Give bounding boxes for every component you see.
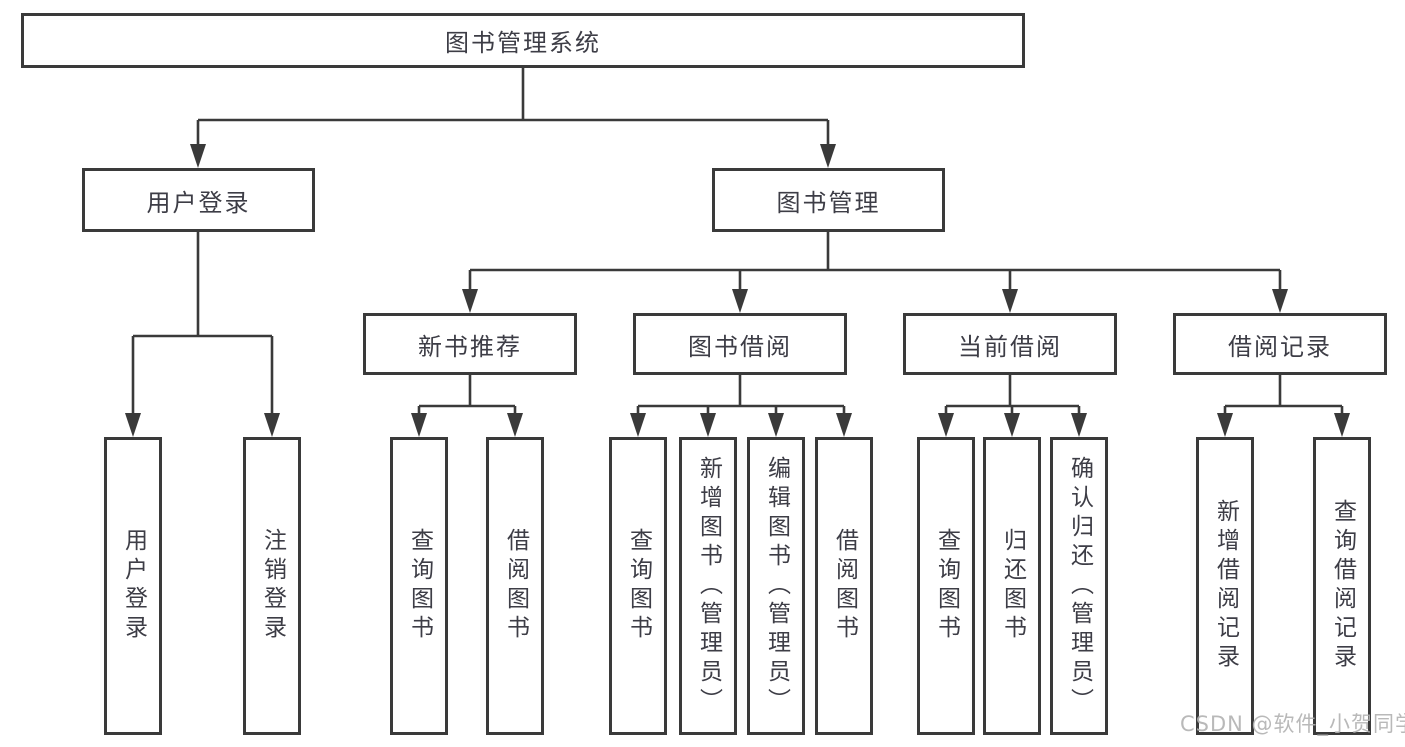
node-user-login: 用户登录 [82, 168, 315, 232]
node-label: 借阅记录 [1228, 332, 1332, 361]
arrowhead-icon [1002, 289, 1018, 313]
node-label: 图书管理 [776, 188, 881, 217]
node-leaf-cb-confirm: 确认归还（管理员） [1050, 437, 1108, 735]
arrowhead-icon [836, 413, 852, 437]
arrowhead-icon [125, 413, 141, 437]
node-leaf-logout: 注销登录 [243, 437, 301, 735]
arrowhead-icon [462, 289, 478, 313]
node-label: 查询图书 [933, 528, 960, 644]
arrowhead-icon [768, 413, 784, 437]
node-label: 查询借阅记录 [1329, 499, 1356, 673]
node-label: 用户登录 [146, 188, 251, 217]
node-leaf-br-add: 新增借阅记录 [1196, 437, 1254, 735]
node-label: 用户登录 [120, 528, 147, 644]
arrowhead-icon [938, 413, 954, 437]
node-label: 确认归还（管理员） [1066, 455, 1093, 717]
node-leaf-cb-query: 查询图书 [917, 437, 975, 735]
arrowhead-icon [630, 413, 646, 437]
node-leaf-bb-borrow: 借阅图书 [815, 437, 873, 735]
node-label: 查询图书 [406, 528, 433, 644]
node-book-borrow: 图书借阅 [633, 313, 847, 375]
node-label: 新增图书（管理员） [695, 455, 722, 717]
arrowhead-icon [190, 144, 206, 168]
node-label: 新增借阅记录 [1212, 499, 1239, 673]
node-label: 图书管理系统 [445, 29, 601, 57]
node-label: 新书推荐 [418, 332, 522, 361]
node-label: 查询图书 [625, 528, 652, 644]
watermark: CSDN @软件_小贺同学 [1180, 712, 1405, 736]
node-new-book-rec: 新书推荐 [363, 313, 577, 375]
node-leaf-rec-borrow: 借阅图书 [486, 437, 544, 735]
arrowhead-icon [820, 144, 836, 168]
arrowhead-icon [1071, 413, 1087, 437]
node-label: 注销登录 [259, 528, 286, 644]
arrowhead-icon [507, 413, 523, 437]
node-current-borrow: 当前借阅 [903, 313, 1117, 375]
node-leaf-user-login: 用户登录 [104, 437, 162, 735]
arrowhead-icon [1272, 289, 1288, 313]
node-label: 编辑图书（管理员） [763, 455, 790, 717]
arrowhead-icon [1334, 413, 1350, 437]
node-borrow-records: 借阅记录 [1173, 313, 1387, 375]
node-label: 归还图书 [999, 528, 1026, 644]
node-label: 当前借阅 [958, 332, 1062, 361]
arrowhead-icon [1004, 413, 1020, 437]
arrowhead-icon [411, 413, 427, 437]
arrowhead-icon [1217, 413, 1233, 437]
node-label: 图书借阅 [688, 332, 792, 361]
node-leaf-cb-return: 归还图书 [983, 437, 1041, 735]
node-leaf-bb-add: 新增图书（管理员） [679, 437, 737, 735]
arrowhead-icon [700, 413, 716, 437]
node-book-mgmt: 图书管理 [712, 168, 945, 232]
arrowhead-icon [264, 413, 280, 437]
node-label: 借阅图书 [502, 528, 529, 644]
node-leaf-br-query: 查询借阅记录 [1313, 437, 1371, 735]
node-label: 借阅图书 [831, 528, 858, 644]
node-leaf-bb-query: 查询图书 [609, 437, 667, 735]
node-root: 图书管理系统 [21, 13, 1025, 68]
arrowhead-icon [732, 289, 748, 313]
node-leaf-bb-edit: 编辑图书（管理员） [747, 437, 805, 735]
node-leaf-rec-query: 查询图书 [390, 437, 448, 735]
